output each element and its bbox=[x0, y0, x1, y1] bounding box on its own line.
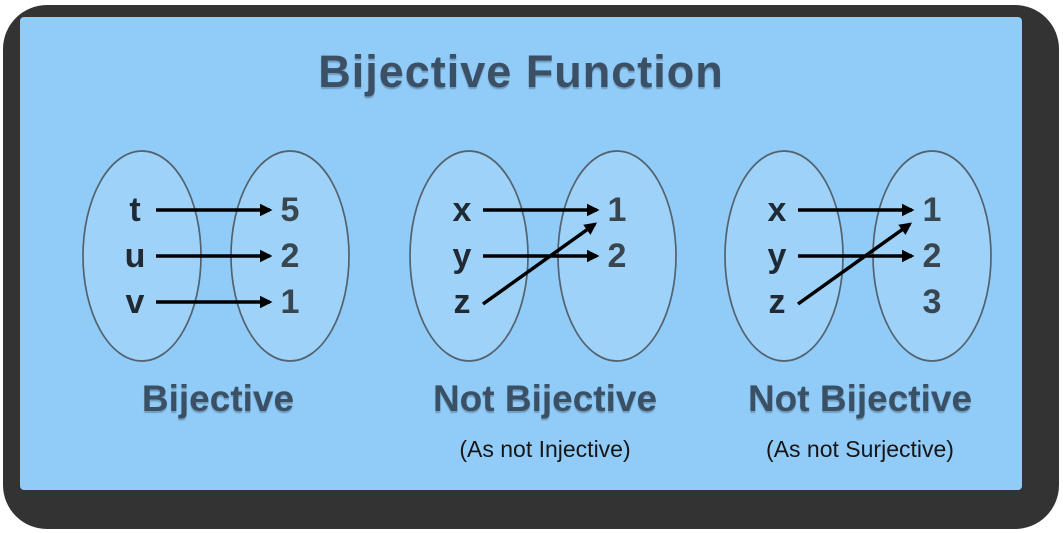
codomain-element-label: 1 bbox=[608, 191, 627, 229]
diagram-label: Not Bijective bbox=[747, 378, 973, 419]
figure-title: Bijective Function bbox=[318, 46, 724, 97]
codomain-element-label: 1 bbox=[281, 283, 300, 321]
codomain-element-label: 1 bbox=[923, 191, 942, 229]
mapping-diagram-not-injective: xyz 1 2 bbox=[409, 150, 677, 362]
domain-element-label: x bbox=[768, 191, 787, 229]
diagram-sublabel: (As not Surjective) bbox=[766, 435, 954, 462]
domain-element-label: u bbox=[125, 237, 146, 275]
domain-element-label: t bbox=[129, 191, 140, 229]
mapping-arrow bbox=[796, 222, 913, 306]
codomain-element-label: 5 bbox=[281, 191, 300, 229]
codomain-element-label: 3 bbox=[923, 283, 942, 321]
domain-element-label: y bbox=[768, 237, 787, 275]
diagram-sublabel: (As not Injective) bbox=[459, 435, 631, 462]
mapping-diagram-not-surjective: xyz 1 2 3 bbox=[724, 150, 992, 362]
domain-element-label: y bbox=[453, 237, 472, 275]
mapping-arrow bbox=[481, 222, 598, 306]
diagram-label: Not Bijective bbox=[432, 378, 658, 419]
diagram-sublabel bbox=[78, 437, 358, 461]
codomain-element-label: 2 bbox=[923, 237, 942, 275]
mapping-diagram-bijective: tuv 5 2 1 bbox=[82, 150, 350, 362]
domain-element-label: x bbox=[453, 191, 472, 229]
domain-element-label: z bbox=[454, 283, 471, 321]
codomain-element-label: 2 bbox=[281, 237, 300, 275]
diagram-label: Bijective bbox=[141, 378, 295, 419]
codomain-element-label: 2 bbox=[608, 237, 627, 275]
domain-element-label: z bbox=[769, 283, 786, 321]
domain-element-label: v bbox=[126, 283, 145, 321]
